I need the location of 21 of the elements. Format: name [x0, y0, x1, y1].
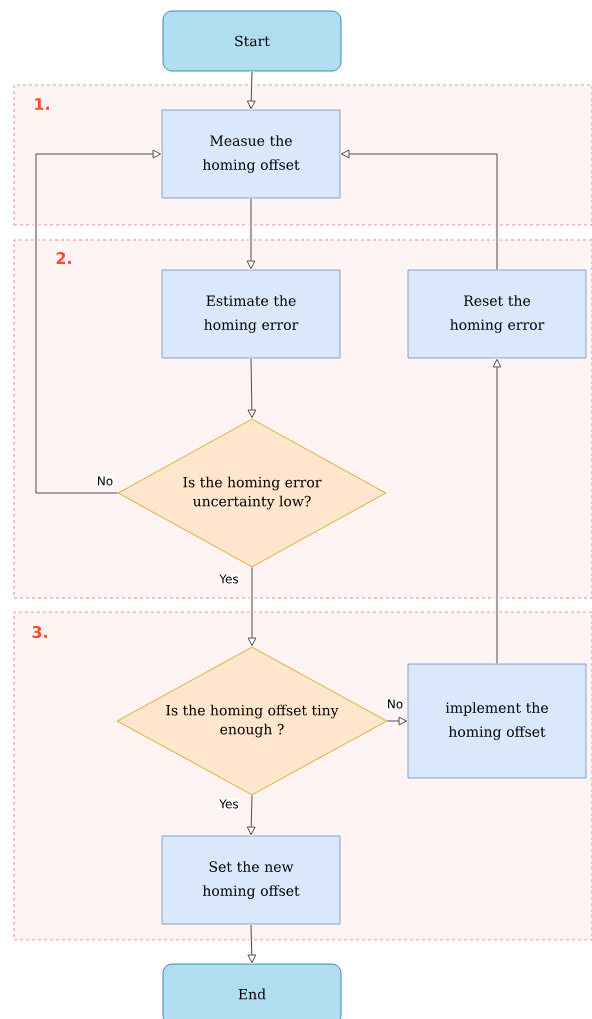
- edge-label: Yes: [218, 798, 240, 810]
- process-box: Set the new homing offset: [161, 835, 341, 925]
- process-box: Reset the homing error: [407, 269, 587, 359]
- arrow: [340, 149, 500, 271]
- arrow: [246, 197, 256, 270]
- process-box: Estimate the homing error: [161, 269, 341, 359]
- arrow: [247, 566, 257, 647]
- arrow: [386, 716, 408, 726]
- edge-label: No: [385, 698, 405, 710]
- terminal-box: End: [162, 963, 342, 1019]
- arrow: [247, 923, 257, 964]
- arrow: [246, 794, 256, 836]
- process-box: implement the homing offset: [407, 663, 587, 779]
- arrow: [247, 357, 257, 419]
- arrow: [492, 358, 502, 665]
- edge-label: No: [95, 475, 115, 487]
- edge-label: Yes: [218, 573, 240, 585]
- arrow: [246, 70, 256, 110]
- arrow: [33, 149, 162, 496]
- terminal-box: Start: [162, 10, 342, 72]
- process-box: Measue the homing offset: [161, 109, 341, 199]
